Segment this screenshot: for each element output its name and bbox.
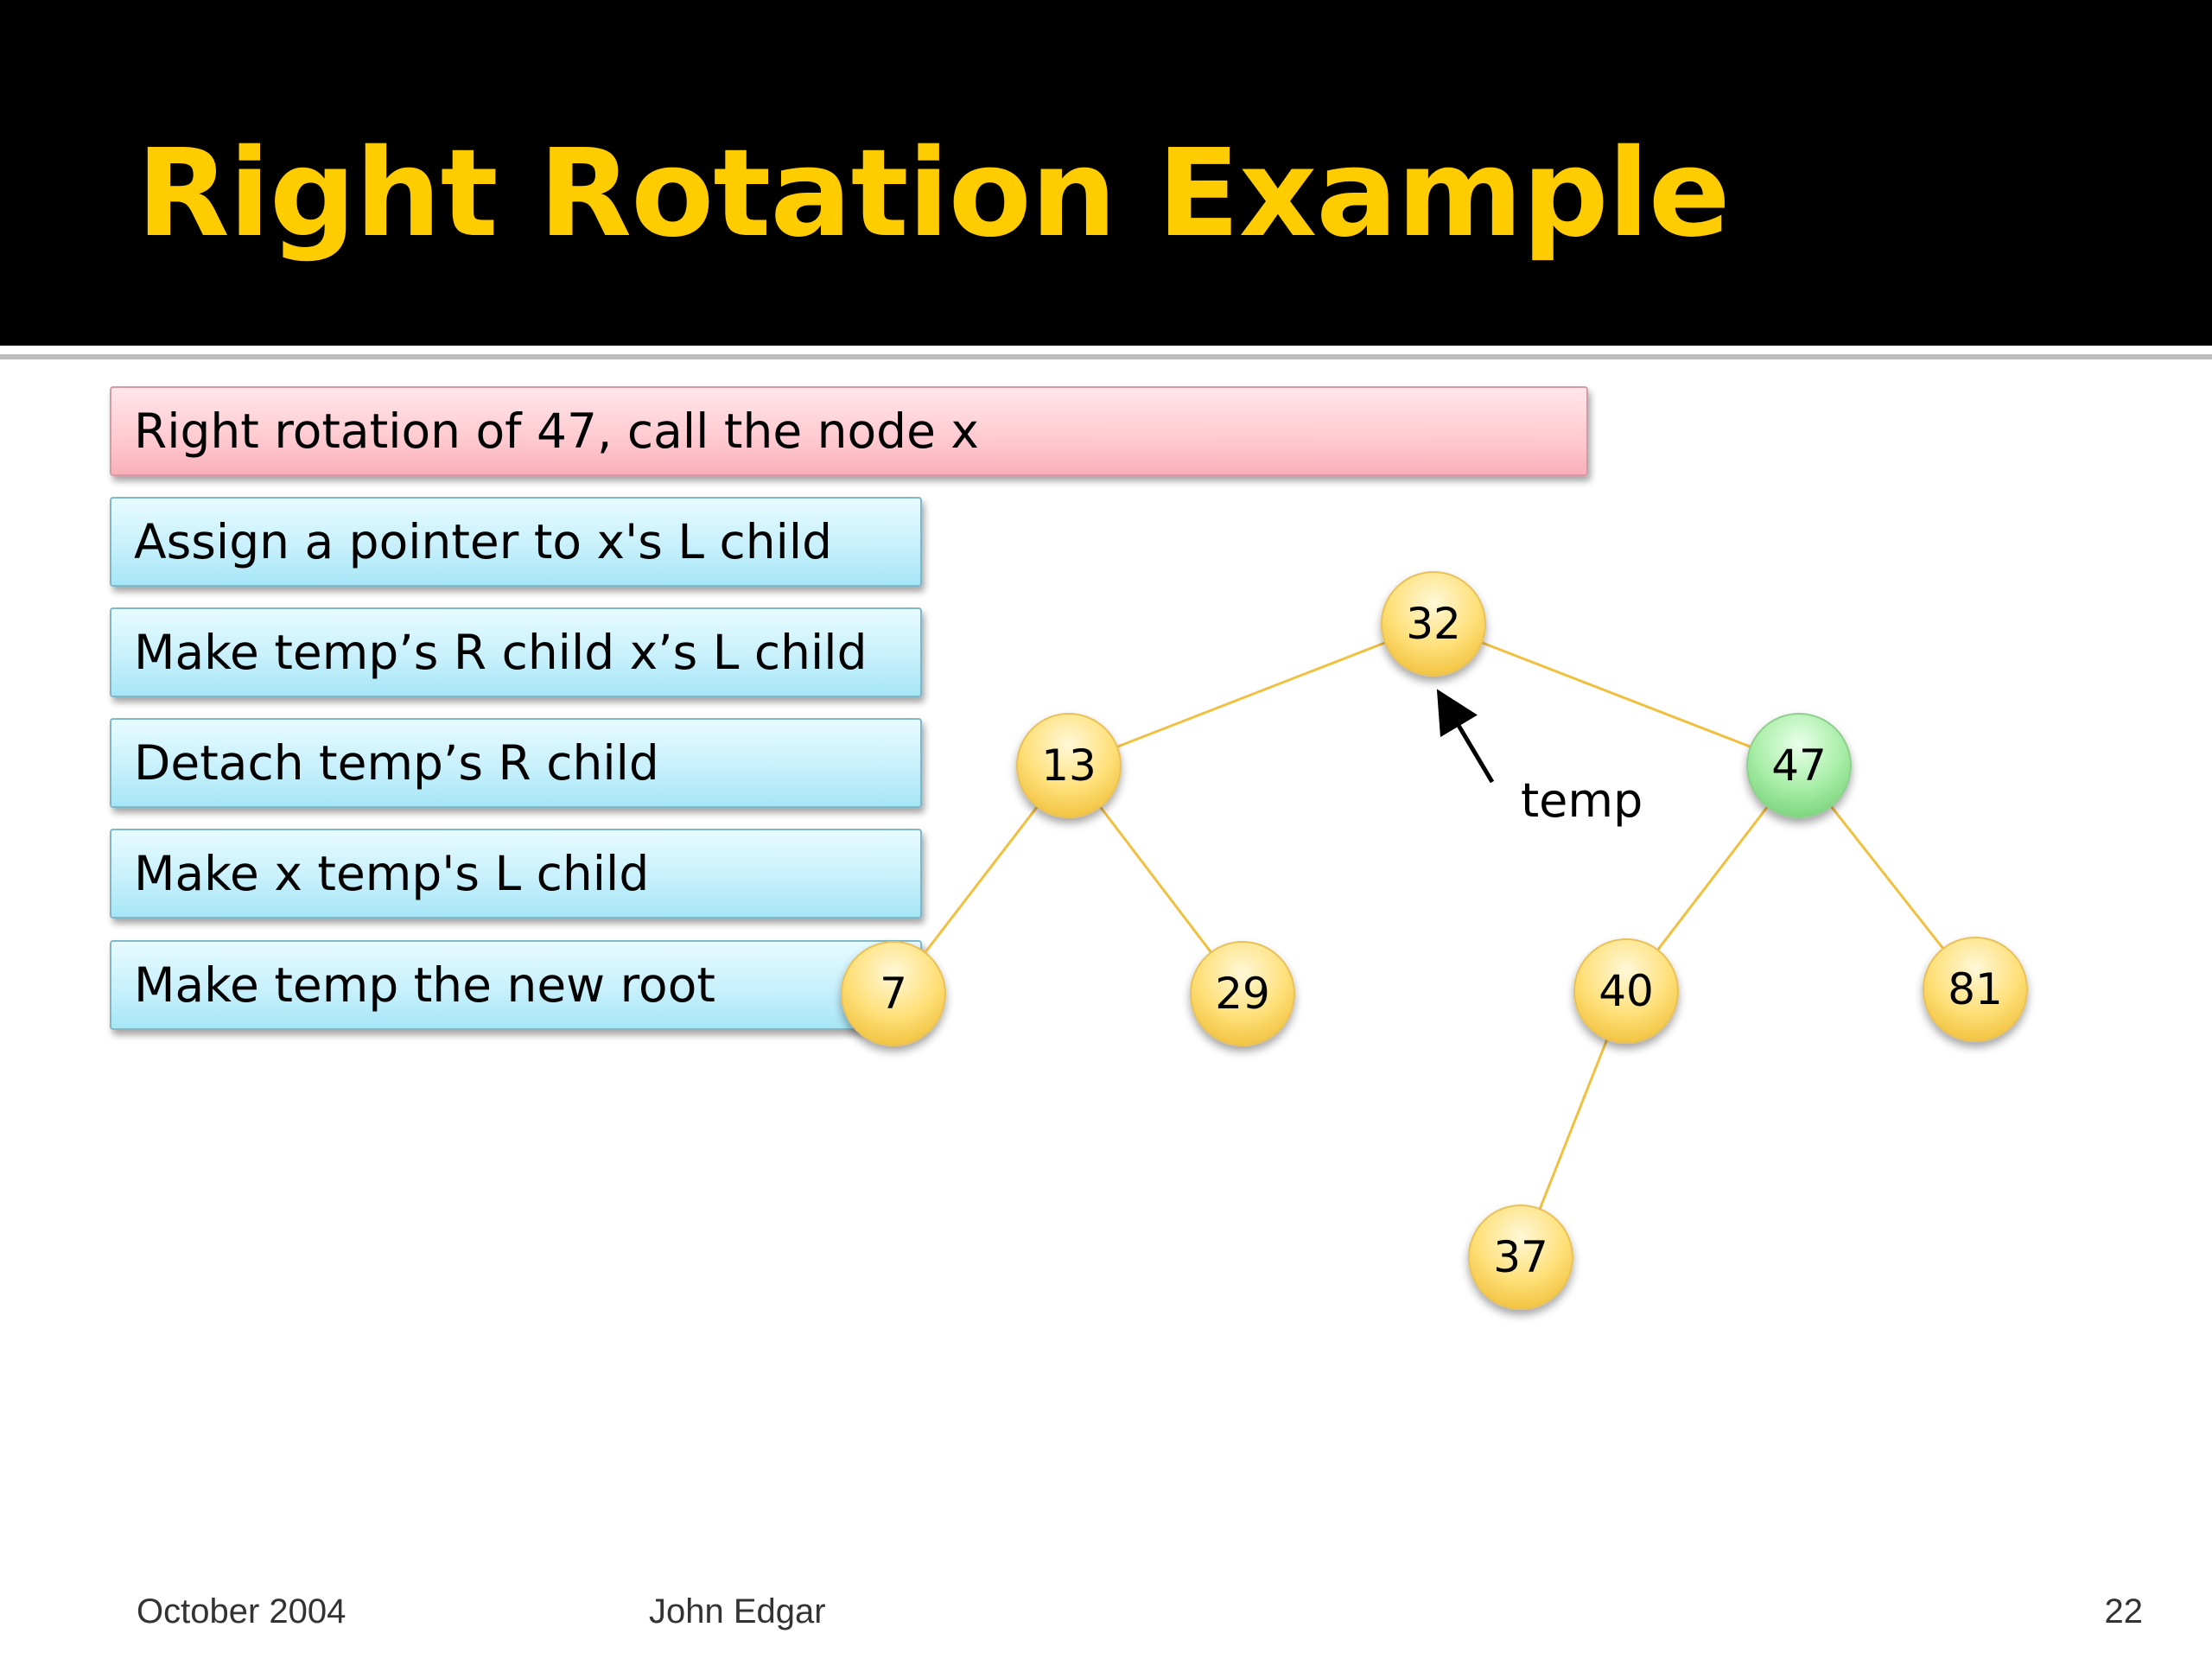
slide-title: Right Rotation Example bbox=[137, 124, 1731, 264]
tree-node-label: 7 bbox=[880, 969, 907, 1019]
step-box-5: Make temp the new root bbox=[110, 940, 922, 1030]
step-box-4: Make x temp's L child bbox=[110, 829, 922, 918]
tree-node-circle bbox=[1746, 713, 1852, 818]
tree-node-13: 13 bbox=[1016, 713, 1122, 818]
tree-node-circle bbox=[1573, 938, 1679, 1044]
tree-node-7: 7 bbox=[841, 941, 946, 1046]
tree-node-81: 81 bbox=[1923, 937, 2028, 1042]
footer-author: John Edgar bbox=[649, 1592, 826, 1630]
temp-pointer-arrow bbox=[1436, 689, 1495, 784]
tree-node-label: 47 bbox=[1771, 741, 1827, 791]
title-bar: Right Rotation Example bbox=[0, 0, 2212, 346]
tree-node-circle bbox=[1190, 941, 1295, 1046]
tree-node-circle bbox=[1923, 937, 2028, 1042]
header-divider bbox=[0, 354, 2212, 359]
tree-node-label: 29 bbox=[1215, 969, 1270, 1019]
tree-node-47: 47 bbox=[1746, 713, 1852, 818]
footer-date: October 2004 bbox=[137, 1592, 346, 1630]
step-box-1: Assign a pointer to x's L child bbox=[110, 497, 922, 587]
tree-node-circle bbox=[1016, 713, 1122, 818]
temp-pointer-label: temp bbox=[1521, 773, 1643, 828]
tree-node-label: 40 bbox=[1599, 966, 1654, 1016]
tree-node-label: 81 bbox=[1948, 964, 2003, 1014]
tree-node-37: 37 bbox=[1468, 1205, 1573, 1310]
tree-node-label: 13 bbox=[1041, 741, 1096, 791]
tree-node-circle bbox=[841, 941, 946, 1046]
footer-page-number: 22 bbox=[2104, 1592, 2144, 1630]
tree-node-circle bbox=[1468, 1205, 1573, 1310]
tree-node-40: 40 bbox=[1573, 938, 1679, 1044]
tree-node-label: 32 bbox=[1406, 599, 1461, 649]
tree-edge-32-47 bbox=[1433, 622, 1800, 767]
tree-edge-32-13 bbox=[1068, 622, 1434, 767]
tree-node-circle bbox=[1381, 571, 1486, 677]
tree-node-label: 37 bbox=[1493, 1232, 1548, 1282]
tree-node-32: 32 bbox=[1381, 571, 1486, 677]
step-box-2: Make temp’s R child x’s L child bbox=[110, 607, 922, 697]
step-box-3: Detach temp’s R child bbox=[110, 718, 922, 808]
tree-node-29: 29 bbox=[1190, 941, 1295, 1046]
step-box-intro: Right rotation of 47, call the node x bbox=[110, 386, 1588, 476]
